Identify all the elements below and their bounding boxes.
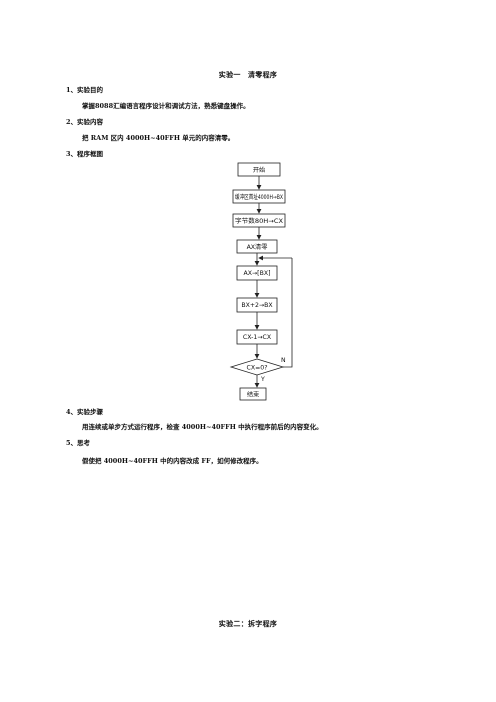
flow-end-box xyxy=(239,387,267,401)
flow-no-branch-line xyxy=(283,258,293,368)
section-heading-purpose: 1、实验目的 xyxy=(66,86,104,94)
flow-start-label: 开始 xyxy=(253,166,265,174)
flow-step-dec-label: CX-1→CX xyxy=(243,334,272,341)
flow-step-clear-label: AX清零 xyxy=(247,243,268,251)
section-text-steps: 用连续或单步方式运行程序，检查 4000H~40FFH 中执行程序前后的内容变化… xyxy=(82,423,323,431)
next-experiment-title: 实验二：拆字程序 xyxy=(218,619,278,628)
section-text-purpose: 掌握8088汇编语言程序设计和调试方法，熟悉键盘操作。 xyxy=(82,102,250,110)
flow-step-count-label: 字节数80H→CX xyxy=(235,217,284,225)
document-title: 实验一 清零程序 xyxy=(218,70,278,79)
section-text-thinking: 假使把 4000H~40FFH 中的内容改成 FF，如何修改程序。 xyxy=(82,457,263,465)
flow-step-buffer-label: 缓冲区首址4000H→BX xyxy=(235,193,284,201)
section-heading-content: 2、实验内容 xyxy=(66,118,104,126)
flow-decision-label: CX=0? xyxy=(247,365,268,372)
flow-no-label: N xyxy=(281,357,286,364)
section-text-content: 把 RAM 区内 4000H~40FFH 单元的内容清零。 xyxy=(82,134,235,142)
flow-step-inc-label: BX+2→BX xyxy=(241,302,273,309)
flow-step-store-label: AX→[BX] xyxy=(244,270,271,277)
section-heading-thinking: 5、思考 xyxy=(66,439,91,447)
flow-yes-label: Y xyxy=(260,376,265,383)
flow-end-label: 结束 xyxy=(247,391,259,399)
section-heading-flowchart: 3、程序框图 xyxy=(66,150,104,158)
section-heading-steps: 4、实验步骤 xyxy=(66,408,104,416)
